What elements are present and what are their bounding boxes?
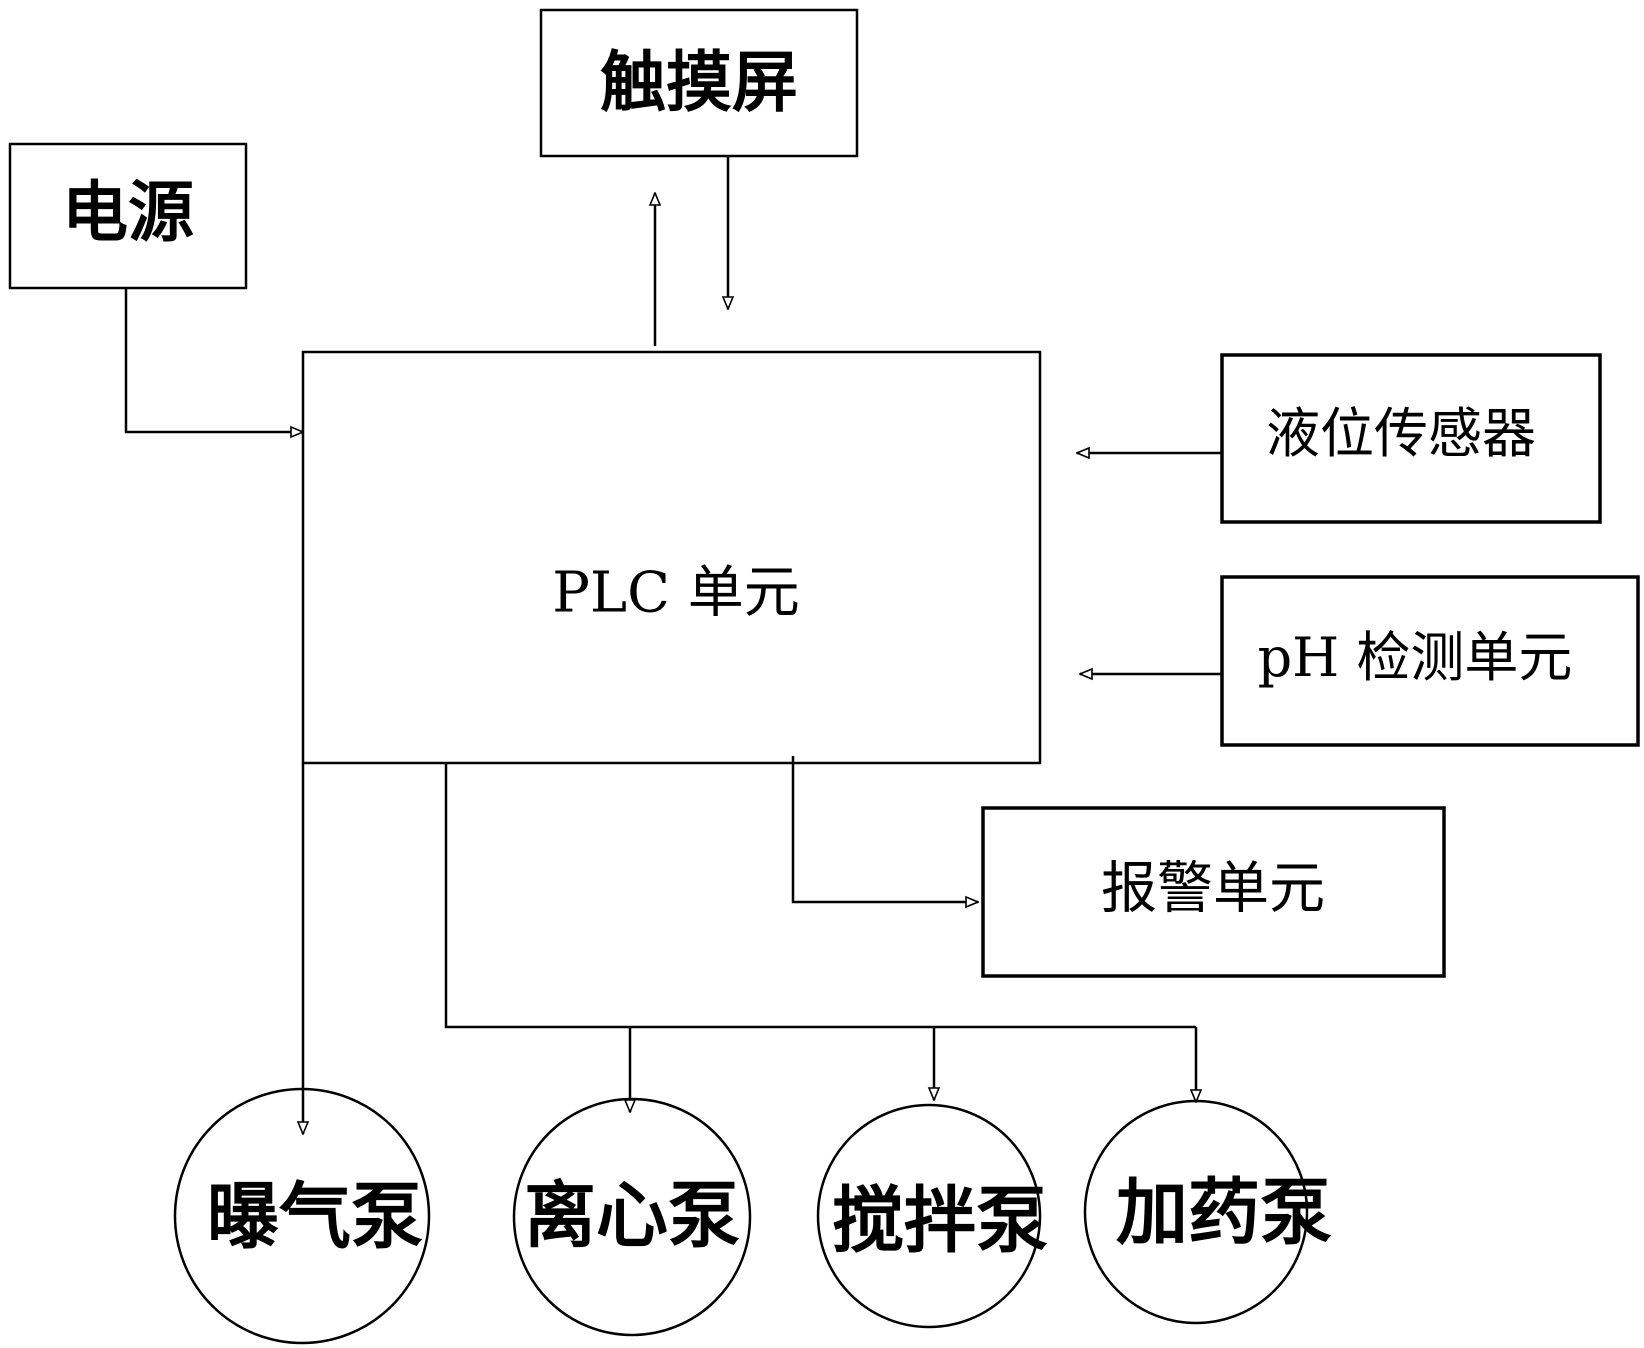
ph-unit-label: pH 检测单元 — [1258, 626, 1573, 689]
power-label: 电源 — [62, 174, 194, 251]
aeration-pump-node: 曝气泵 — [173, 1087, 431, 1345]
plc-label: PLC 单元 — [552, 561, 800, 626]
plc-pump-bus-line — [444, 763, 1196, 1029]
plc-to-alarm-arrow — [791, 756, 978, 902]
mixing-pump-label: 搅拌泵 — [832, 1179, 1048, 1263]
ph-unit-node: pH 检测单元 — [1220, 575, 1640, 747]
power-node: 电源 — [8, 142, 248, 290]
plc-node: PLC 单元 — [301, 350, 1042, 765]
alarm-node: 报警单元 — [981, 806, 1446, 978]
aeration-pump-label: 曝气泵 — [207, 1175, 423, 1259]
power-to-plc-arrow — [124, 288, 303, 432]
alarm-label: 报警单元 — [1101, 857, 1325, 922]
level-sensor-node: 液位传感器 — [1220, 353, 1602, 524]
level-sensor-label: 液位传感器 — [1266, 402, 1536, 465]
centrifugal-pump-label: 离心泵 — [524, 1174, 740, 1258]
mixing-pump-node: 搅拌泵 — [816, 1103, 1048, 1329]
dosing-pump-node: 加药泵 — [1083, 1099, 1332, 1325]
touchscreen-label: 触摸屏 — [600, 44, 798, 121]
touchscreen-node: 触摸屏 — [539, 8, 859, 158]
centrifugal-pump-node: 离心泵 — [512, 1097, 752, 1337]
dosing-pump-label: 加药泵 — [1116, 1171, 1332, 1255]
